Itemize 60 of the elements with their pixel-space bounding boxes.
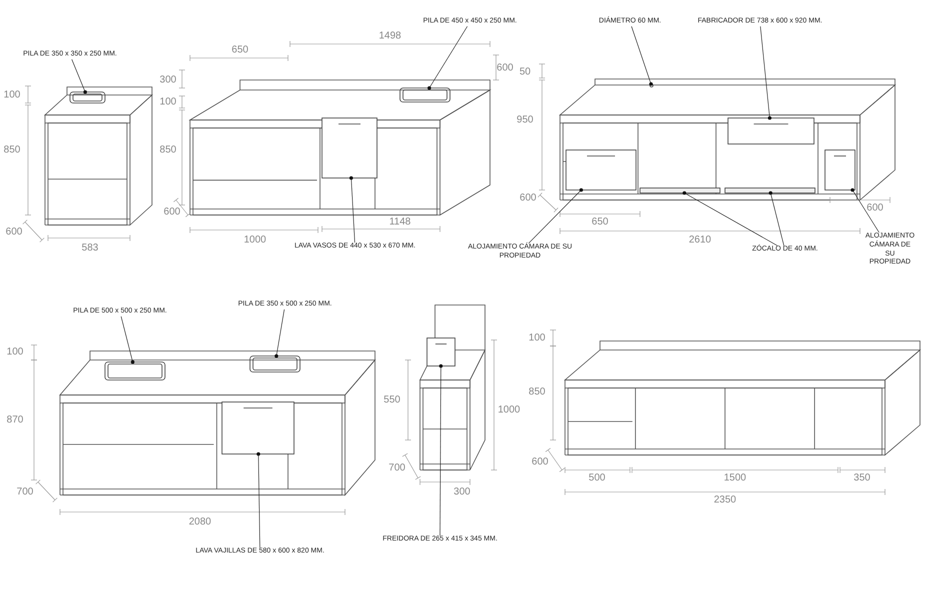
ice-maker [728, 118, 814, 144]
dimension-label: 600 [164, 206, 180, 218]
dimension-label: 600 [866, 202, 884, 214]
plinth [640, 188, 720, 194]
sink-basin [250, 356, 300, 372]
dimension-label: 300 [160, 74, 176, 86]
dimension-label: 500 [588, 472, 606, 484]
leader-line [439, 364, 443, 536]
dimension-label: 50 [519, 66, 531, 78]
countertop-hole [650, 84, 654, 88]
dimension-label: 100 [4, 90, 20, 100]
leader-line [428, 26, 468, 90]
dimension-label: 700 [16, 486, 34, 498]
storage-compartment [824, 150, 856, 190]
dimension-label: 100 [528, 332, 546, 344]
dimension-label: 2080 [188, 516, 212, 528]
dimension-label: 100 [6, 346, 24, 358]
dimension-label: 2610 [688, 234, 712, 246]
dishwasher [222, 402, 294, 454]
dimension-label: 1000 [498, 404, 520, 416]
storage-compartment [566, 150, 636, 190]
sink-basin [400, 88, 450, 102]
dimension-label: 1000 [244, 234, 266, 246]
dimension-label: 850 [528, 386, 546, 398]
dimension-label: 1498 [378, 30, 402, 42]
dimension-label: 100 [160, 96, 176, 108]
dimension-label: 1148 [389, 216, 411, 228]
dimension-label: 600 [6, 226, 22, 238]
leader-line [682, 191, 778, 246]
plinth [724, 188, 816, 194]
dimension-label: 583 [82, 242, 98, 254]
dimension-label: 650 [592, 216, 608, 228]
leader-line [256, 452, 260, 548]
dimension-label: 700 [388, 462, 406, 474]
leader-line [631, 26, 653, 86]
fryer [426, 338, 456, 366]
dimension-label: 2350 [714, 494, 736, 506]
leader-line [349, 176, 356, 243]
leader-line [768, 191, 784, 246]
sink-basin [70, 92, 106, 104]
dimension-label: 350 [854, 472, 870, 484]
leader-line [120, 316, 134, 364]
dimension-label: 650 [232, 44, 248, 56]
leader-line [528, 188, 583, 244]
leader-line [274, 309, 285, 358]
dimension-label: 300 [454, 486, 470, 498]
leader-line [850, 188, 880, 233]
dimension-label: 950 [516, 114, 534, 126]
dimension-label: 600 [496, 62, 514, 74]
dimension-label: 600 [532, 456, 548, 468]
dimension-label: 870 [6, 414, 24, 426]
leader-line [72, 59, 87, 94]
dimension-label: 550 [384, 394, 400, 406]
dimension-label: 600 [520, 192, 536, 204]
dimension-label: 1500 [724, 472, 746, 484]
glass-washer [322, 118, 378, 178]
dimension-label: 850 [160, 144, 176, 156]
dimension-label: 850 [4, 144, 20, 156]
leader-line [760, 26, 772, 120]
sink-basin [104, 362, 166, 380]
